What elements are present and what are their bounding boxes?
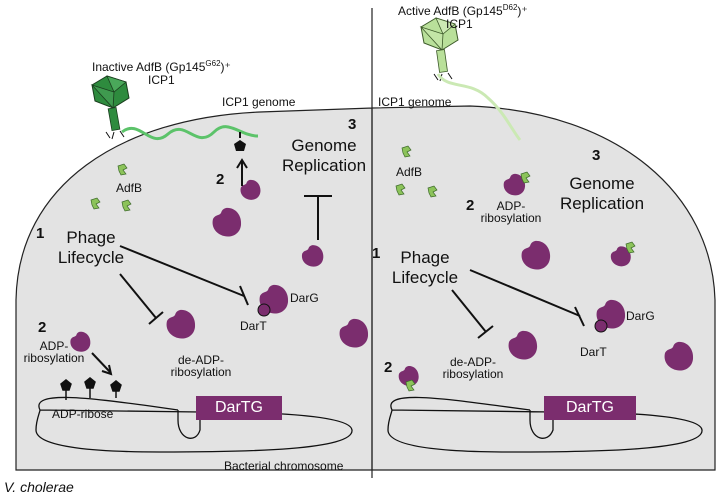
right-step1-label: Phage Lifecycle xyxy=(391,248,459,287)
adp-ribose-label: ADP-ribose xyxy=(52,407,114,421)
right-genome xyxy=(436,73,522,141)
left-phage xyxy=(90,75,130,140)
right-step2b-number: 2 xyxy=(384,359,393,376)
left-step3-number: 3 xyxy=(348,116,357,133)
right-adfb-label: AdfB xyxy=(396,165,423,179)
adp-ribose-pentagon xyxy=(234,140,246,151)
left-dartg-box: DarTG xyxy=(196,396,282,420)
left-genome-label: ICP1 genome xyxy=(222,95,296,109)
right-phage xyxy=(419,17,459,82)
right-dart-label: DarT xyxy=(580,345,607,359)
right-darg-label: DarG xyxy=(626,309,655,323)
left-step1-label: Phage Lifecycle xyxy=(57,228,125,267)
left-phage-name: ICP1 xyxy=(148,73,175,87)
right-step1-number: 1 xyxy=(372,245,381,262)
left-adfb-label: AdfB xyxy=(116,181,143,195)
right-step3-label: Genome Replication xyxy=(559,174,645,213)
right-phage-title: Active AdfB (Gp145D62)⁺ xyxy=(398,3,528,18)
left-darg-label: DarG xyxy=(290,291,319,305)
right-phage-name: ICP1 xyxy=(446,17,473,31)
left-dart-label: DarT xyxy=(240,319,267,333)
right-adp-ribosylation: ADP- ribosylation xyxy=(480,199,542,225)
adp-ribose-pins xyxy=(60,377,122,400)
left-genome xyxy=(121,125,259,141)
right-dartg-box: DarTG xyxy=(544,396,636,420)
left-step3-label: Genome Replication xyxy=(281,136,367,175)
species-label: V. cholerae xyxy=(4,479,74,495)
protein-dart xyxy=(594,319,608,333)
right-de-adp-ribosylation: de-ADP- ribosylation xyxy=(442,355,504,381)
left-step1-number: 1 xyxy=(36,225,45,242)
left-de-adp-ribosylation: de-ADP- ribosylation xyxy=(170,353,232,379)
right-step2-number: 2 xyxy=(466,197,475,214)
right-step3-number: 3 xyxy=(592,147,601,164)
left-step2b-number: 2 xyxy=(38,319,47,336)
cell-body xyxy=(15,105,716,471)
right-chromosome xyxy=(387,396,703,453)
chromosome-label: Bacterial chromosome xyxy=(224,459,344,473)
right-genome-label: ICP1 genome xyxy=(378,95,452,109)
left-phage-title: Inactive AdfB (Gp145G62)⁺ xyxy=(92,59,231,74)
left-step2-number: 2 xyxy=(216,171,225,188)
left-adp-ribosylation: ADP- ribosylation xyxy=(23,339,85,365)
left-chromosome xyxy=(35,396,353,453)
protein-dart xyxy=(257,303,271,317)
